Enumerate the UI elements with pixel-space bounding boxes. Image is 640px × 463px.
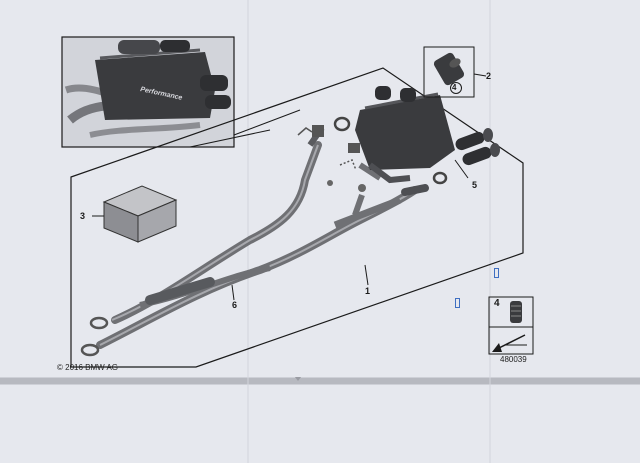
main-assembly-frame <box>70 67 524 368</box>
tube-ref-number: 4 <box>452 83 457 92</box>
callout-4: 4 <box>494 298 500 309</box>
copyright-text: © 2016 BMW AG <box>57 363 119 372</box>
marker-box <box>494 268 499 278</box>
callout-3: 3 <box>80 211 86 221</box>
part-tube-inset <box>423 46 475 98</box>
callout-5: 5 <box>472 180 478 190</box>
callout-6: 6 <box>232 300 238 310</box>
marker-box <box>455 298 460 308</box>
callout-1: 1 <box>365 286 371 296</box>
detail-inset: Performance <box>61 36 235 148</box>
callout-leaders <box>92 73 487 301</box>
clamps-and-gaskets <box>80 116 448 357</box>
catalog-number: 480039 <box>500 355 527 364</box>
fold-arrow-icon <box>295 377 301 381</box>
inset-connector-line <box>233 109 301 136</box>
part-box-3 <box>102 185 178 243</box>
inset-connector-line <box>189 129 271 148</box>
part-key-inset <box>488 296 534 355</box>
callout-2: 2 <box>486 71 492 81</box>
exhaust-pipe-system <box>96 126 429 349</box>
rear-muffler <box>355 86 500 184</box>
